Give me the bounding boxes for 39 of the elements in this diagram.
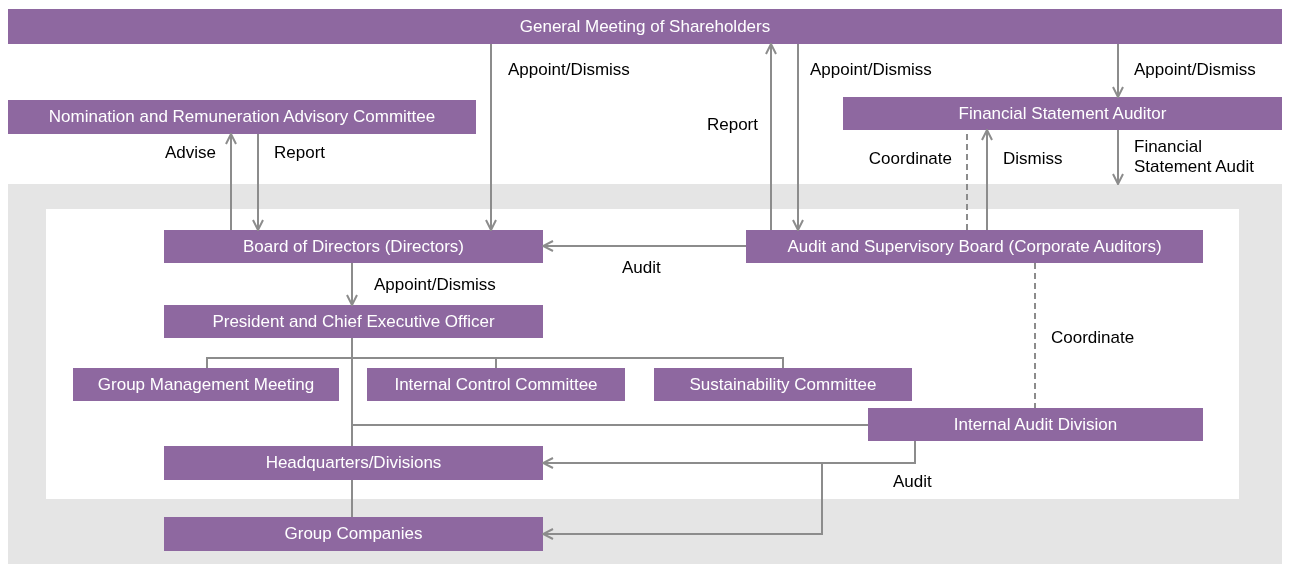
group-band bbox=[8, 184, 1282, 564]
edge-label: Audit bbox=[622, 258, 661, 278]
edge-label: Coordinate bbox=[1051, 328, 1135, 348]
process-box: Financial Statement Auditor bbox=[843, 97, 1282, 130]
arrow bbox=[1112, 43, 1124, 98]
process-box: Sustainability Committee bbox=[654, 368, 912, 401]
arrow bbox=[1112, 129, 1124, 185]
edge-label: Report bbox=[274, 143, 326, 163]
process-box: Internal Audit Division bbox=[868, 408, 1203, 441]
process-box: Group Companies bbox=[164, 517, 543, 551]
arrow bbox=[792, 43, 804, 231]
arrow bbox=[765, 43, 777, 231]
edge-label: Financial Statement Audit bbox=[1134, 137, 1256, 177]
process-box: Headquarters/Divisions bbox=[164, 446, 543, 480]
edge-label: Appoint/Dismiss bbox=[1134, 60, 1256, 80]
edge-label: Advise bbox=[164, 143, 216, 163]
edge-label: Report bbox=[706, 115, 758, 135]
company-band bbox=[46, 209, 1239, 499]
process-box: Audit and Supervisory Board (Corporate Auditors) bbox=[746, 230, 1203, 263]
dashed-line bbox=[1034, 262, 1036, 409]
process-box: General Meeting of Shareholders bbox=[8, 9, 1282, 44]
arrow bbox=[542, 240, 747, 252]
process-box: Internal Control Committee bbox=[367, 368, 625, 401]
arrow bbox=[485, 43, 497, 231]
edge-label: Appoint/Dismiss bbox=[508, 60, 630, 80]
edge-label: Appoint/Dismiss bbox=[374, 275, 496, 295]
process-box: Board of Directors (Directors) bbox=[164, 230, 543, 263]
process-box: President and Chief Executive Officer bbox=[164, 305, 543, 338]
process-box: Group Management Meeting bbox=[73, 368, 339, 401]
connector-line bbox=[351, 479, 353, 518]
arrow bbox=[981, 129, 993, 231]
edge-label: Dismiss bbox=[1003, 149, 1063, 169]
arrow bbox=[252, 133, 264, 231]
arrow bbox=[225, 133, 237, 231]
process-box: Nomination and Remuneration Advisory Committee bbox=[8, 100, 476, 134]
edge-label: Audit bbox=[893, 472, 932, 492]
arrow bbox=[346, 262, 358, 306]
edge-label: Coordinate bbox=[868, 149, 952, 169]
edge-label: Appoint/Dismiss bbox=[810, 60, 932, 80]
